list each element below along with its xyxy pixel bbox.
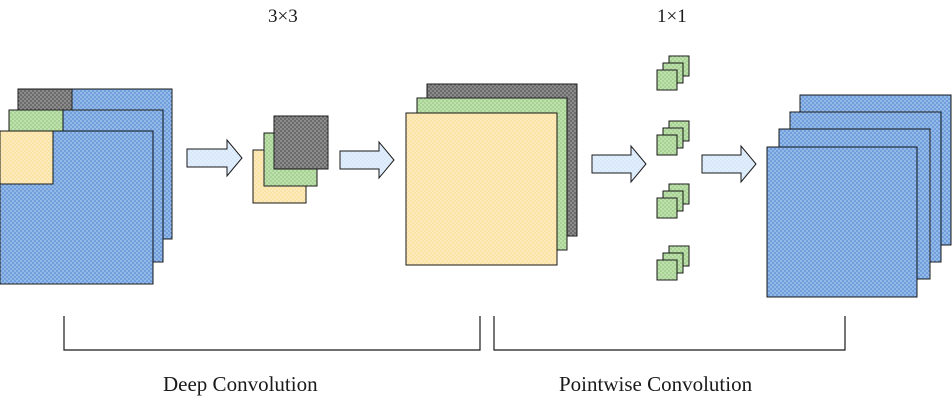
arrow-4 bbox=[701, 144, 757, 184]
pointwise-kernels-1x1 bbox=[656, 55, 690, 281]
input-kernel-green bbox=[8, 109, 64, 133]
pointwise-convolution-label: Pointwise Convolution bbox=[559, 372, 753, 396]
kernel-size-1x1-label: 1×1 bbox=[657, 6, 687, 27]
depthwise-kernels-3x3 bbox=[252, 115, 329, 204]
depthwise-output-stack bbox=[405, 83, 578, 266]
depthwise-output-yellow bbox=[405, 112, 558, 266]
output-channel-1 bbox=[766, 146, 918, 298]
pointwise-kernel-stack-4 bbox=[656, 245, 690, 281]
pointwise-kernel-stack-1 bbox=[656, 55, 690, 91]
output-feature-stack bbox=[766, 94, 952, 298]
pointwise-convolution-bracket bbox=[493, 316, 846, 351]
kernel-gray bbox=[273, 115, 329, 170]
deep-convolution-bracket bbox=[63, 316, 481, 351]
pointwise-kernel-stack-3 bbox=[656, 183, 690, 219]
input-kernel-yellow bbox=[0, 130, 54, 185]
input-feature-stack bbox=[0, 88, 173, 285]
pointwise-kernel-stack-2 bbox=[656, 120, 690, 156]
arrow-1 bbox=[186, 138, 243, 178]
deep-convolution-label: Deep Convolution bbox=[163, 372, 318, 396]
input-kernel-gray bbox=[17, 88, 73, 112]
arrow-3 bbox=[591, 144, 647, 184]
kernel-size-3x3-label: 3×3 bbox=[268, 6, 298, 27]
arrow-2 bbox=[339, 140, 395, 180]
